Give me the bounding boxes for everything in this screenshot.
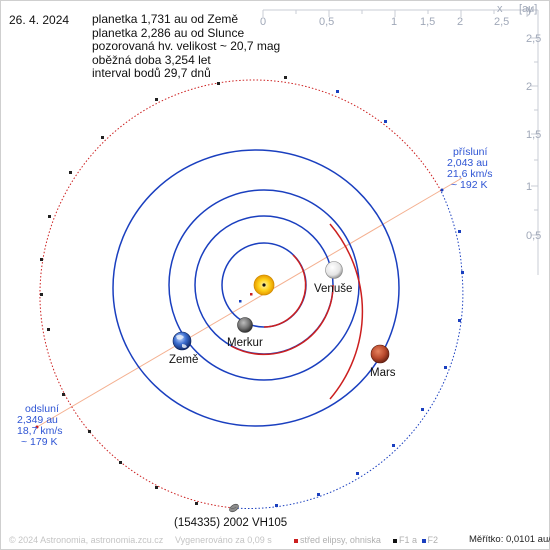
venus-label: Venuše — [314, 283, 352, 295]
orbit-marker — [155, 486, 158, 489]
focus-marker — [239, 300, 242, 303]
mercury-orbit-south-arc — [263, 254, 307, 328]
apsidal-line — [36, 177, 463, 428]
focus2-square-icon — [421, 538, 426, 543]
y-tick-label: 2 — [526, 81, 532, 93]
y-axis: y 2,5 2 1,5 1 0,5 — [526, 4, 541, 275]
mars-orbit — [112, 149, 400, 427]
legend-f1-text: F1 a — [399, 535, 418, 545]
date-label: 26. 4. 2024 — [9, 13, 70, 27]
aphelion-temperature: ~ 179 K — [21, 436, 58, 448]
scale-info: Měřítko: 0,0101 au/bod — [469, 534, 550, 545]
ellipse-center-marker — [250, 293, 253, 296]
aphelion-point — [35, 425, 39, 429]
orbit-marker — [217, 82, 220, 85]
info-earth-distance: planetka 1,731 au od Země — [92, 12, 239, 26]
mars-orbit-south-arc — [329, 223, 364, 400]
center-square-icon — [294, 538, 298, 543]
asteroid-position-markers — [40, 76, 464, 507]
y-unit-label: y — [527, 4, 533, 16]
orbit-marker — [88, 430, 91, 433]
orbit-marker — [458, 230, 461, 233]
mars-icon — [370, 344, 390, 364]
orbit-marker — [275, 504, 278, 507]
earth-orbit — [168, 189, 360, 381]
orbit-marker — [458, 319, 461, 322]
mercury-icon — [237, 317, 253, 333]
x-unit-label: x — [497, 3, 503, 15]
scale-label: Měřítko — [469, 534, 501, 545]
perihelion-point — [440, 188, 444, 192]
orbit-marker — [101, 136, 104, 139]
orbit-marker — [62, 393, 65, 396]
unit-label: [au] — [519, 3, 537, 15]
orbit-marker — [48, 215, 51, 218]
y-tick-label: 1 — [526, 181, 532, 193]
perihelion-speed: 21,6 km/s — [447, 168, 493, 180]
aphelion-title: odsluní — [25, 403, 59, 415]
x-tick-label: 0 — [260, 16, 266, 28]
asteroid-info: planetka 1,731 au od Země planetka 2,286… — [92, 12, 281, 81]
aphelion-info: odsluní 2,349 au 18,7 km/s ~ 179 K — [17, 403, 63, 448]
orbit-marker — [444, 366, 447, 369]
info-period: oběžná doba 3,254 let — [92, 52, 211, 67]
sun-center-marker — [262, 283, 266, 287]
perihelion-distance: 2,043 au — [447, 157, 488, 169]
orbit-marker — [421, 408, 424, 411]
asteroid-orbit-north — [233, 190, 464, 510]
orbit-marker — [69, 171, 72, 174]
legend-f2-text: F2 — [427, 535, 439, 545]
info-magnitude: pozorovaná hv. velikost ~ 20,7 mag — [92, 39, 281, 54]
orbit-marker — [155, 98, 158, 101]
y-tick-label: 2,5 — [526, 33, 541, 45]
legend-center: střed elipsy, ohniska — [292, 535, 381, 545]
x-tick-label: 2,5 — [494, 16, 509, 28]
legend-foci: F1 a F2 — [391, 535, 438, 545]
earth-label: Země — [169, 354, 198, 366]
legend-center-text: střed elipsy, ohniska — [300, 535, 381, 545]
earth-icon — [172, 331, 192, 351]
copyright-text: © 2024 Astronomia, astronomia.zcu.cz — [9, 535, 164, 545]
orbit-marker — [119, 461, 122, 464]
mars-label: Mars — [370, 367, 396, 379]
earth-clouds — [176, 334, 187, 348]
scale-value: : 0,0101 au/bod — [500, 534, 550, 545]
orbit-marker — [392, 444, 395, 447]
perihelion-info: přísluní 2,043 au 21,6 km/s ~ 192 K — [447, 146, 493, 191]
orbit-marker — [384, 120, 387, 123]
orbit-marker — [461, 271, 464, 274]
orbit-marker — [47, 328, 50, 331]
aphelion-speed: 18,7 km/s — [17, 425, 63, 437]
orbit-marker — [356, 472, 359, 475]
focus1-square-icon — [393, 538, 397, 543]
info-point-interval: interval bodů 29,7 dnů — [92, 66, 211, 81]
x-tick-label: 1 — [391, 16, 397, 28]
orbit-marker — [40, 293, 43, 296]
x-tick-label: 2 — [457, 16, 463, 28]
x-tick-label: 0,5 — [319, 16, 334, 28]
asteroid-icon — [229, 503, 239, 513]
asteroid-name-label: (154335) 2002 VH105 — [174, 517, 288, 529]
aphelion-distance: 2,349 au — [17, 414, 58, 426]
perihelion-title: přísluní — [453, 146, 488, 158]
orbit-marker — [284, 76, 287, 79]
x-tick-label: 1,5 — [420, 16, 435, 28]
venus-icon — [325, 261, 343, 279]
venus-orbit-south-arc — [230, 284, 334, 356]
mercury-label: Merkur — [227, 337, 263, 349]
orbit-marker — [317, 493, 320, 496]
y-tick-label: 1,5 — [526, 129, 541, 141]
orbit-marker — [40, 258, 43, 261]
x-axis: 0 0,5 1 1,5 2 2,5 x [au] — [260, 3, 538, 28]
generated-text: Vygenerováno za 0,09 s — [175, 535, 272, 545]
orbit-marker — [336, 90, 339, 93]
asteroid-orbit-south — [39, 79, 442, 509]
y-tick-label: 0,5 — [526, 230, 541, 242]
orbit-marker — [195, 502, 198, 505]
perihelion-temperature: ~ 192 K — [451, 179, 488, 191]
info-sun-distance: planetka 2,286 au od Slunce — [92, 25, 245, 40]
